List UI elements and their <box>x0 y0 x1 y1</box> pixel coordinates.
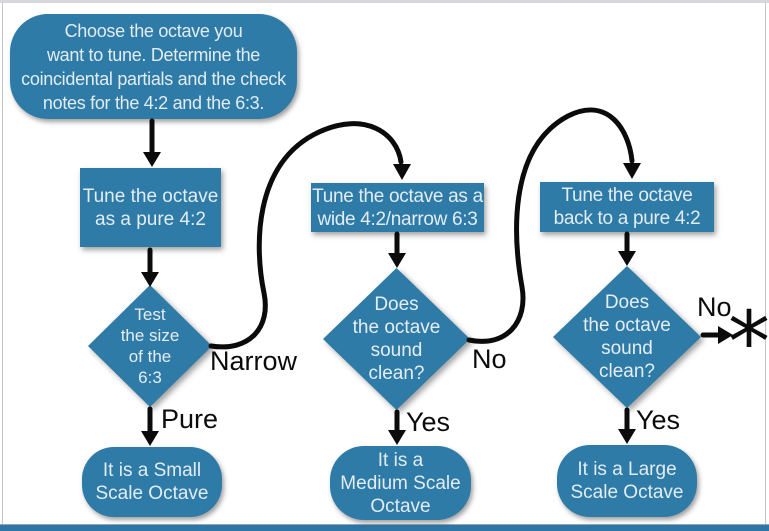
decision-diamond-shape: Does the octave sound clean? <box>323 268 470 410</box>
node-end-medium-scale: It is a Medium Scale Octave <box>330 446 471 520</box>
arrow-start-to-process1 <box>143 118 161 167</box>
node-process-pure-42-label: Tune the octave as a pure 4:2 <box>82 185 219 230</box>
edge-label-narrow: Narrow <box>210 346 298 376</box>
edge-label-no-medium: No <box>472 344 507 374</box>
node-start-terminator: Choose the octave you want to tune. Dete… <box>10 14 297 119</box>
edge-label-pure: Pure <box>161 404 219 434</box>
arrow-decision2-to-end-medium <box>388 409 406 445</box>
node-decision-sound-clean-2: Does the octave sound clean? <box>553 266 701 408</box>
arrow-process1-to-decision1 <box>141 247 159 287</box>
node-end-large-scale: It is a Large Scale Octave <box>557 445 697 517</box>
node-start-label: Choose the octave you want to tune. Dete… <box>21 20 286 113</box>
arrow-process3-to-decision3 <box>618 231 636 266</box>
node-decision-sound-clean-1-label: Does the octave sound clean? <box>352 294 441 384</box>
edge-label-yes-large: Yes <box>636 405 681 435</box>
node-process-back-pure-42: Tune the octave back to a pure 4:2 <box>540 182 714 232</box>
node-decision-test-63-label: Test the size of the 6:3 <box>120 305 180 387</box>
node-process-pure-42: Tune the octave as a pure 4:2 <box>80 168 221 247</box>
edge-label-yes-medium: Yes <box>406 407 451 437</box>
edge-label-no-large: No <box>697 292 732 322</box>
node-process-wide-42-narrow-63: Tune the octave as a wide 4:2/narrow 6:3 <box>311 183 484 232</box>
arrow-process2-to-decision2 <box>388 231 406 268</box>
arrow-decision3-to-end-large <box>618 407 636 444</box>
decision-diamond-shape: Test the size of the 6:3 <box>88 285 212 407</box>
node-end-medium-scale-label: It is a Medium Scale Octave <box>340 449 461 517</box>
canvas-border-right <box>765 3 766 524</box>
node-decision-test-63: Test the size of the 6:3 <box>88 285 212 407</box>
node-process-back-pure-42-label: Tune the octave back to a pure 4:2 <box>553 185 701 229</box>
node-decision-sound-clean-2-label: Does the octave sound clean? <box>583 292 671 382</box>
canvas-border-left <box>2 3 3 524</box>
footnote-asterisk: * <box>728 293 769 391</box>
node-end-small-scale: It is a Small Scale Octave <box>82 447 222 517</box>
node-process-wide-42-narrow-63-label: Tune the octave as a wide 4:2/narrow 6:3 <box>312 185 483 230</box>
node-end-large-scale-label: It is a Large Scale Octave <box>570 459 684 503</box>
decision-diamond-shape: Does the octave sound clean? <box>553 266 701 408</box>
arrow-decision1-to-end-small <box>141 406 159 446</box>
node-decision-sound-clean-1: Does the octave sound clean? <box>323 268 470 410</box>
canvas-border-top <box>0 0 769 3</box>
canvas-border-bottom-bar <box>0 524 769 531</box>
node-end-small-scale-label: It is a Small Scale Octave <box>95 460 209 504</box>
